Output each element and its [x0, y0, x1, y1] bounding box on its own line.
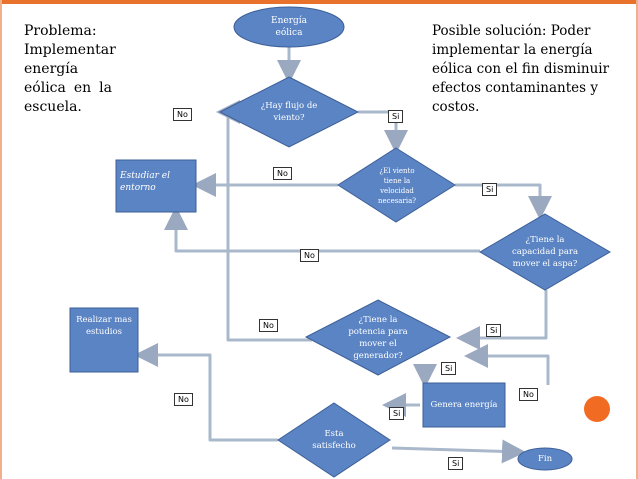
label-no-potencia: No	[259, 319, 278, 332]
flujo-decision-text: ¿Hay flujo de viento?	[260, 101, 318, 123]
connector-satisfecho-to-fin	[391, 439, 526, 464]
label-si-capacidad: Si	[486, 324, 502, 337]
flujo-decision	[218, 76, 360, 148]
satisfecho-decision	[277, 402, 391, 478]
connector-potencia-to-flujo	[216, 100, 312, 342]
label-no-genera: No	[519, 388, 538, 401]
realizar-box-text: Realizar mas estudios	[76, 315, 132, 337]
label-si-flujo: Si	[388, 110, 404, 123]
label-si-velocidad: Si	[482, 183, 498, 196]
connector-genera-to-potencia	[464, 344, 550, 385]
potencia-decision-text: ¿Tiene la potencia para mover el generad…	[348, 315, 408, 361]
label-no-capacidad: No	[300, 249, 319, 262]
label-no-flujo: No	[173, 108, 192, 121]
top-border	[0, 0, 638, 4]
genera-box-text: Genera energía	[430, 400, 498, 410]
satisfecho-decision-text: Esta satisfecho	[312, 429, 356, 451]
connector-velocidad-to-capacidad	[455, 183, 552, 220]
label-si-satisfecho: Si	[448, 457, 464, 470]
velocidad-decision-text: ¿El viento tiene la velocidad necesaria?	[378, 167, 416, 205]
label-si-genera: Si	[389, 407, 405, 420]
problem-text: Problema: Implementar energía eólica en …	[24, 23, 116, 115]
fin-node	[517, 447, 573, 471]
start-node-text: Energía eólica	[271, 16, 307, 38]
velocidad-decision	[337, 147, 456, 223]
label-no-velocidad: No	[273, 167, 292, 180]
left-border	[0, 0, 2, 479]
right-border	[636, 0, 638, 479]
potencia-decision	[304, 299, 452, 376]
label-no-satisfecho: No	[174, 393, 193, 406]
slide-number-dot	[584, 396, 610, 422]
estudiar-box	[115, 159, 197, 213]
capacidad-decision	[479, 213, 611, 291]
fin-node-text: Fin	[537, 454, 553, 464]
estudiar-box-text: Estudiar el entorno	[120, 171, 170, 193]
solution-text: Posible solución: Poder implementar la e…	[432, 23, 610, 115]
realizar-box	[69, 307, 139, 373]
connector-capacidad-to-potencia	[456, 290, 548, 350]
label-si-potencia: Si	[441, 362, 457, 375]
connector-capacidad-to-estudiar	[164, 206, 480, 253]
connector-satisfecho-to-realizar	[134, 343, 278, 442]
genera-box	[422, 382, 506, 428]
start-node	[233, 6, 345, 48]
capacidad-decision-text: ¿Tiene la capacidad para mover el aspa?	[511, 235, 579, 269]
